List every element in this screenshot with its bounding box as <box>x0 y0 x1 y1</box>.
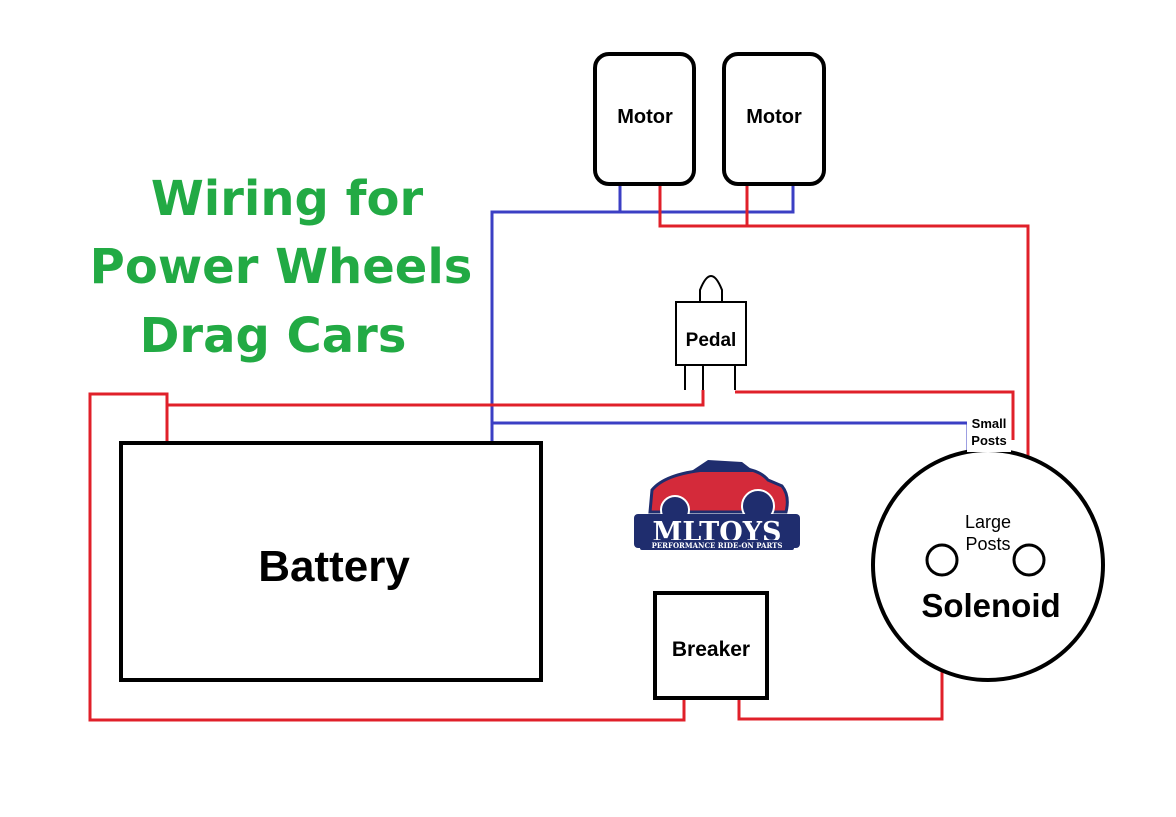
battery-label: Battery <box>258 542 410 591</box>
battery <box>119 441 543 682</box>
large-post-left <box>925 543 959 577</box>
large-posts-label-line-2: Posts <box>965 534 1010 554</box>
blue-wire-motors <box>618 184 795 214</box>
pedal-label: Pedal <box>686 330 737 351</box>
solenoid <box>871 448 1105 682</box>
logo-tagline-bg <box>640 540 794 550</box>
large-posts-label-line-1: Large <box>965 512 1011 532</box>
logo-car-windshield <box>690 460 755 472</box>
small-posts-label-bg <box>967 412 1011 452</box>
red-wire-large-post <box>747 224 1030 560</box>
large-post-right <box>1012 543 1046 577</box>
breaker-label: Breaker <box>672 638 750 661</box>
blue-wire-small-post <box>492 421 970 456</box>
red-wire-motors-to-large-post <box>658 184 749 228</box>
red-wire-pedal-left <box>167 390 705 407</box>
red-wire-pedal-right <box>735 390 1015 440</box>
logo-tagline: PERFORMANCE RIDE-ON PARTS <box>652 541 783 550</box>
red-wire-battery-loop <box>88 392 686 722</box>
motor-left <box>593 52 696 186</box>
pedal-body <box>675 301 747 366</box>
mltoys-logo: MLTOYS PERFORMANCE RIDE-ON PARTS <box>634 460 800 550</box>
breaker <box>653 591 769 700</box>
title-line-3: Drag Cars <box>140 308 407 364</box>
small-posts-label-line-2: Posts <box>971 433 1006 448</box>
pedal: Pedal <box>675 275 747 390</box>
title-line-1: Wiring for <box>151 171 424 227</box>
blue-wire-motor-to-battery <box>490 210 620 442</box>
logo-banner <box>634 514 800 548</box>
title-line-2: Power Wheels <box>90 239 473 295</box>
motor-right <box>722 52 826 186</box>
pedal-switch-button <box>699 275 723 302</box>
motor-left-label: Motor <box>617 106 673 128</box>
small-posts-label-line-1: Small <box>972 416 1007 431</box>
motor-right-label: Motor <box>746 106 802 128</box>
solenoid-label: Solenoid <box>921 587 1060 624</box>
